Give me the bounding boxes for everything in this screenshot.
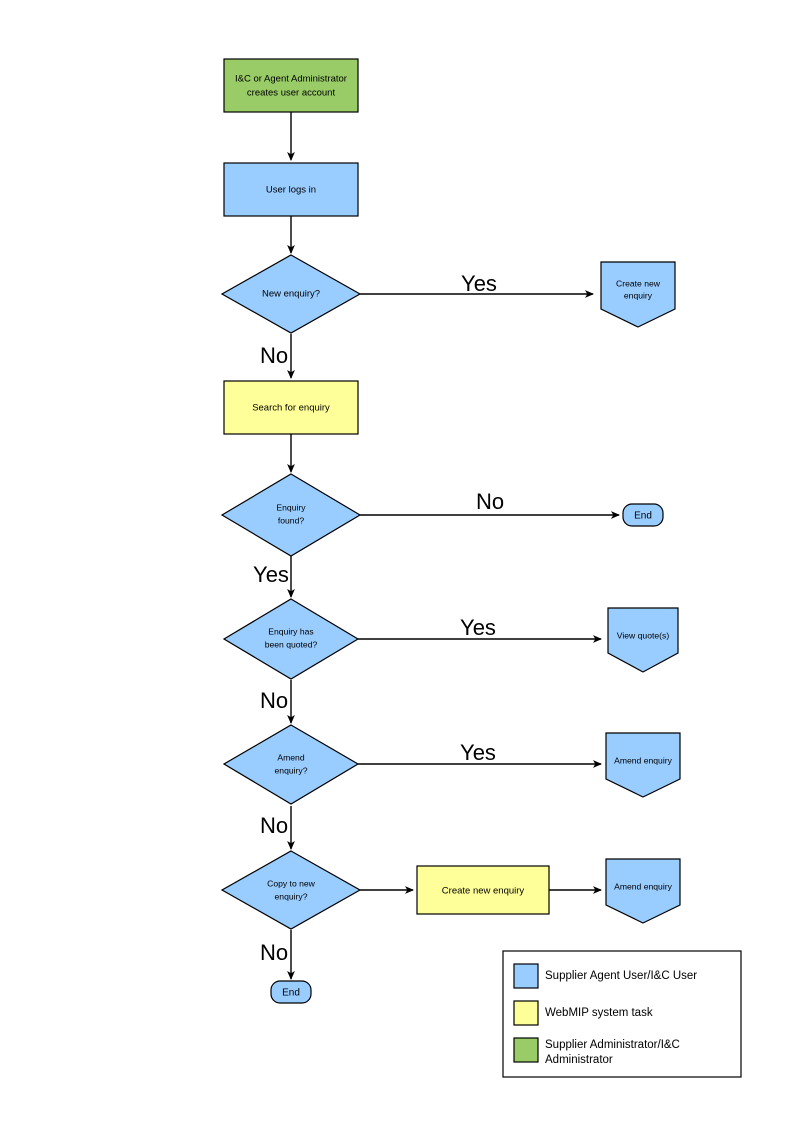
amend-enquiry-doc-label: Amend enquiry xyxy=(614,755,673,765)
enquiry-found-decision-label-line2: found? xyxy=(278,515,305,525)
node-search-for-enquiry[interactable]: Search for enquiry xyxy=(223,380,359,435)
new-enquiry-decision-label: New enquiry? xyxy=(262,289,320,300)
node-amend-enquiry-doc[interactable]: Amend enquiry xyxy=(605,732,681,798)
legend-panel xyxy=(502,950,742,1078)
create-new-enquiry-doc-label-line1: Create new xyxy=(616,278,661,288)
end-top-label: End xyxy=(634,511,652,522)
create-new-enquiry-doc-label-line2: enquiry xyxy=(624,290,653,300)
edge-label-amend-yes: Yes xyxy=(460,740,496,765)
enquiry-quoted-decision-label-line2: been quoted? xyxy=(265,639,318,649)
node-create-new-enquiry-task[interactable]: Create new enquiry xyxy=(416,865,550,915)
create-new-enquiry-doc-shape[interactable] xyxy=(600,261,676,328)
amend-enquiry-decision-shape[interactable] xyxy=(222,724,360,805)
node-amend-enquiry-doc-2[interactable]: Amend enquiry xyxy=(605,858,681,924)
legend-swatch-yellow xyxy=(513,1000,539,1026)
node-new-enquiry-decision[interactable]: New enquiry? xyxy=(220,254,362,334)
amend-enquiry-doc-shape[interactable] xyxy=(605,732,681,798)
end-top-shape[interactable] xyxy=(622,503,664,527)
copy-to-new-enquiry-decision-label-line2: enquiry? xyxy=(275,891,308,901)
node-enquiry-quoted-decision[interactable]: Enquiry has been quoted? xyxy=(222,598,360,680)
legend-label-supplier-agent-user: Supplier Agent User/I&C User xyxy=(545,970,697,982)
search-for-enquiry-shape[interactable] xyxy=(223,380,359,435)
admin-creates-user-account-shape[interactable] xyxy=(223,58,359,113)
amend-enquiry-decision-label-line2: enquiry? xyxy=(275,765,308,775)
amend-enquiry-doc-2-shape[interactable] xyxy=(605,858,681,924)
legend-item-webmip-system-task: WebMIP system task xyxy=(513,1000,653,1026)
connectors-group xyxy=(287,112,620,980)
admin-creates-user-account-label-line1: I&C or Agent Administrator xyxy=(235,74,347,85)
legend-label-supplier-administrator-line2: Administrator xyxy=(545,1054,613,1066)
amend-enquiry-decision-label-line1: Amend xyxy=(277,752,304,762)
copy-to-new-enquiry-decision-label-line1: Copy to new xyxy=(267,878,316,888)
legend-label-supplier-administrator-line1: Supplier Administrator/I&C xyxy=(545,1039,680,1051)
legend-swatch-blue xyxy=(513,963,539,989)
node-admin-creates-user-account[interactable]: I&C or Agent Administrator creates user … xyxy=(223,58,359,113)
legend-label-webmip-system-task: WebMIP system task xyxy=(545,1007,653,1019)
legend-swatch-green xyxy=(513,1037,539,1063)
edge-label-amend-no: No xyxy=(260,813,288,838)
copy-to-new-enquiry-decision-shape[interactable] xyxy=(220,850,362,930)
end-bottom-shape[interactable] xyxy=(270,980,312,1004)
view-quotes-doc-shape[interactable] xyxy=(607,607,679,673)
amend-enquiry-doc-2-label: Amend enquiry xyxy=(614,881,673,891)
node-amend-enquiry-decision[interactable]: Amend enquiry? xyxy=(222,724,360,805)
legend-item-supplier-administrator: Supplier Administrator/I&C Administrator xyxy=(513,1037,680,1066)
enquiry-quoted-decision-shape[interactable] xyxy=(222,598,360,680)
legend: Supplier Agent User/I&C User WebMIP syst… xyxy=(502,950,742,1078)
enquiry-found-decision-shape[interactable] xyxy=(220,473,362,557)
create-new-enquiry-task-shape[interactable] xyxy=(416,865,550,915)
admin-creates-user-account-label-line2: creates user account xyxy=(247,88,336,99)
node-view-quotes-doc[interactable]: View quote(s) xyxy=(607,607,679,673)
edge-label-copy-no: No xyxy=(260,940,288,965)
node-end-bottom[interactable]: End xyxy=(270,980,312,1004)
node-enquiry-found-decision[interactable]: Enquiry found? xyxy=(220,473,362,557)
edge-label-quoted-no: No xyxy=(260,688,288,713)
user-logs-in-shape[interactable] xyxy=(223,162,359,217)
view-quotes-doc-label: View quote(s) xyxy=(617,630,670,640)
node-copy-to-new-enquiry-decision[interactable]: Copy to new enquiry? xyxy=(220,850,362,930)
edge-label-new-enquiry-no: No xyxy=(260,343,288,368)
enquiry-quoted-decision-label-line1: Enquiry has xyxy=(268,626,313,636)
edge-label-enquiry-found-no: No xyxy=(476,489,504,514)
create-new-enquiry-task-label: Create new enquiry xyxy=(442,886,525,897)
enquiry-found-decision-label-line1: Enquiry xyxy=(276,502,306,512)
edge-label-quoted-yes: Yes xyxy=(460,615,496,640)
user-logs-in-label: User logs in xyxy=(266,185,316,196)
search-for-enquiry-label: Search for enquiry xyxy=(252,403,330,414)
new-enquiry-decision-shape[interactable] xyxy=(220,254,362,334)
edge-label-enquiry-found-yes: Yes xyxy=(253,562,289,587)
node-user-logs-in[interactable]: User logs in xyxy=(223,162,359,217)
end-bottom-label: End xyxy=(282,988,300,999)
legend-item-supplier-agent-user: Supplier Agent User/I&C User xyxy=(513,963,697,989)
edge-label-new-enquiry-yes: Yes xyxy=(461,271,497,296)
node-end-top[interactable]: End xyxy=(622,503,664,527)
edge-labels-group: Yes No No Yes Yes No Yes No No xyxy=(253,271,504,965)
node-create-new-enquiry-doc[interactable]: Create new enquiry xyxy=(600,261,676,328)
